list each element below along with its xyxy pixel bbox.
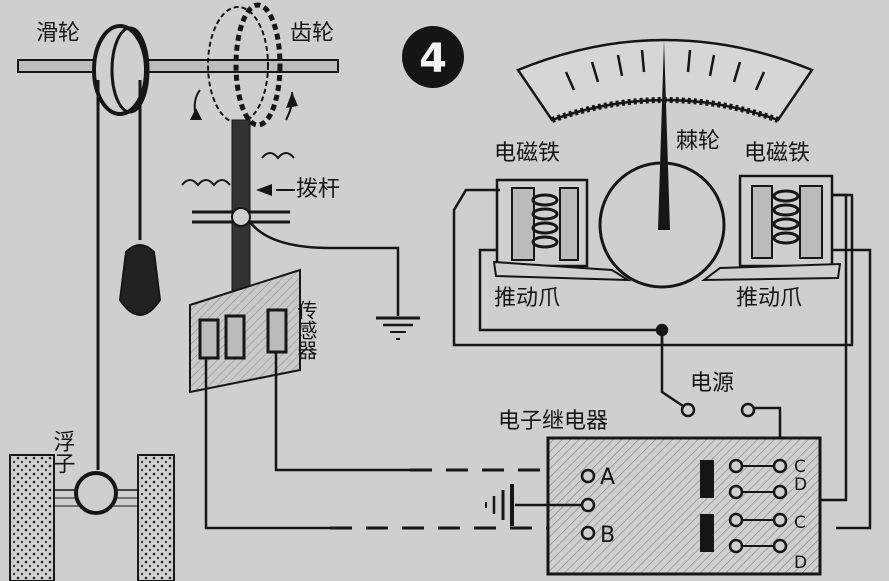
pawl-right-label: 推动爪 [736,286,802,311]
gear [190,2,298,128]
gear-label: 齿轮 [290,21,334,46]
lever-label: 拨杆 [296,177,340,202]
terminal-d1-label: D [794,475,807,495]
horizontal-shaft [17,59,339,73]
dial-pointer [658,40,670,230]
terminal-b-label: B [600,523,615,548]
float [74,471,118,515]
well [9,454,175,581]
pawl-left [492,260,632,282]
float-label: 浮子 [50,430,76,474]
wire-sensor-b [204,358,584,530]
terminal-d2-label: D [794,553,807,573]
counterweight [118,244,162,316]
terminal-c1-label: C [794,457,806,477]
ground-symbol-upper [249,221,420,340]
power-supply-label: 电源 [690,371,734,396]
electromagnet-right [738,174,834,268]
relay-label: 电子继电器 [498,409,608,434]
terminal-c2-label: C [794,513,806,533]
figure-number: 4 [419,36,447,82]
lever [181,152,295,227]
terminal-a-label: A [600,465,615,490]
sensor [189,268,301,394]
pawl-right [700,262,842,282]
ratchet-label: 棘轮 [676,129,720,154]
electromagnet-left [495,178,589,268]
electronic-relay [546,436,822,576]
pawl-left-label: 推动爪 [494,286,560,311]
sensor-label: 传感器 [294,300,318,360]
pulley [92,24,150,470]
electromagnet-left-label: 电磁铁 [494,141,560,166]
pulley-label: 滑轮 [36,21,80,46]
ground-symbol-relay [485,484,582,526]
electromagnet-right-label: 电磁铁 [744,141,810,166]
figure-badge [402,26,464,88]
power-supply-terminals [680,402,756,418]
